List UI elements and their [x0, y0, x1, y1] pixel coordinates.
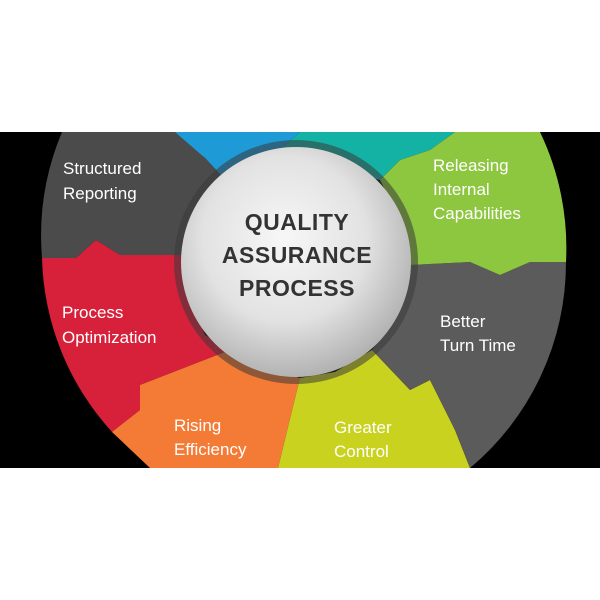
- label-better-turn-time-2: Turn Time: [440, 336, 516, 355]
- label-better-turn-time-1: Better: [440, 312, 486, 331]
- label-greater-control-2: Control: [334, 442, 389, 461]
- label-structured-reporting-2: Reporting: [63, 184, 137, 203]
- label-releasing-internal-capabilities-1: Releasing: [433, 156, 509, 175]
- center-title-line-1: QUALITY: [245, 209, 349, 235]
- label-releasing-internal-capabilities-3: Capabilities: [433, 204, 521, 223]
- label-structured-reporting-1: Structured: [63, 159, 141, 178]
- label-greater-control-1: Greater: [334, 418, 392, 437]
- segment-rising-efficiency: [112, 350, 300, 468]
- segment-better-turn-time: [372, 262, 567, 468]
- label-rising-efficiency-2: Efficiency: [174, 440, 247, 459]
- segment-releasing-internal-capabilities: [380, 132, 567, 275]
- label-process-optimization-2: Optimization: [62, 328, 156, 347]
- label-releasing-internal-capabilities-2: Internal: [433, 180, 490, 199]
- center-title-line-3: PROCESS: [239, 275, 355, 301]
- label-rising-efficiency-1: Rising: [174, 416, 221, 435]
- center-hub: [181, 147, 411, 377]
- label-process-optimization-1: Process: [62, 303, 123, 322]
- center-title-line-2: ASSURANCE: [222, 242, 372, 268]
